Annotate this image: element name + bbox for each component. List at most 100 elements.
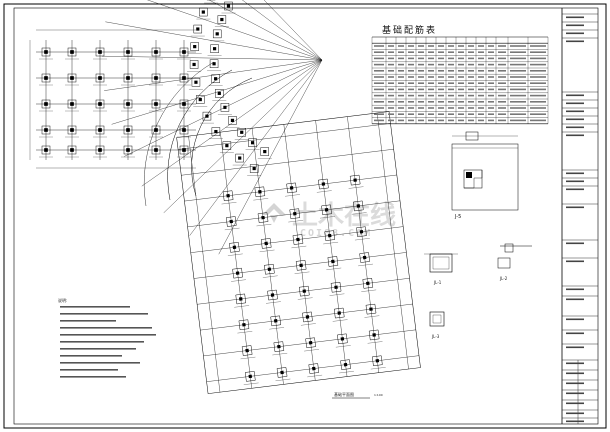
footing <box>187 42 202 54</box>
footing <box>304 337 320 352</box>
footing <box>208 74 223 86</box>
footing <box>320 204 335 219</box>
footing <box>193 95 208 107</box>
footing <box>65 47 79 60</box>
footing <box>257 147 272 159</box>
footing <box>207 44 222 56</box>
footing <box>65 145 79 158</box>
footing <box>358 252 374 267</box>
detail-title-jl3: JL-3 <box>431 334 440 339</box>
detail-title-jl1: JL-1 <box>433 280 442 285</box>
footing <box>259 238 275 252</box>
footing <box>65 73 79 86</box>
footing <box>210 29 225 41</box>
footing <box>221 190 237 205</box>
footing <box>190 24 205 37</box>
curved-wing <box>187 0 272 176</box>
plan-caption: 基础平面图 1:100 <box>332 391 383 399</box>
footing <box>121 73 135 86</box>
footing <box>231 267 246 282</box>
footing <box>204 0 219 4</box>
footing <box>370 355 386 370</box>
footing <box>297 285 313 300</box>
footing <box>253 186 269 201</box>
footing <box>245 138 260 150</box>
reinforcement-table: 基础配筋表 <box>371 24 549 125</box>
footing <box>237 319 253 334</box>
footing <box>316 178 332 193</box>
footing <box>93 73 107 86</box>
footing <box>323 230 339 245</box>
footing <box>39 125 53 138</box>
watermark: 土木在线 COI88.COM <box>262 201 396 239</box>
footing <box>187 60 202 72</box>
footing <box>240 345 256 360</box>
footing <box>177 47 191 60</box>
footing <box>227 242 243 256</box>
footing <box>207 59 222 71</box>
footing <box>93 145 107 158</box>
plan-scale: 1:100 <box>374 393 383 397</box>
footing <box>265 289 281 304</box>
detail-jl2: JL-2 <box>497 243 532 281</box>
footing <box>288 208 304 223</box>
footing <box>224 216 240 231</box>
footing <box>269 315 285 330</box>
footing <box>39 47 53 60</box>
footing <box>367 329 383 344</box>
footing <box>208 127 223 139</box>
footing <box>177 99 191 112</box>
footing <box>329 281 345 296</box>
footing <box>326 256 342 270</box>
footing <box>149 47 163 60</box>
footing <box>361 278 377 292</box>
footing <box>199 111 214 124</box>
footing <box>364 303 380 318</box>
table-title: 基础配筋表 <box>382 24 437 36</box>
footing <box>149 73 163 86</box>
detail-title-jl2: JL-2 <box>499 276 508 281</box>
detail-jl3: JL-3 <box>429 311 445 339</box>
footing <box>354 226 370 241</box>
footing <box>121 125 135 138</box>
footing <box>351 200 367 215</box>
footing <box>65 125 79 138</box>
footing <box>307 363 323 378</box>
inner-frame <box>13 7 599 425</box>
footing <box>335 333 351 348</box>
footing <box>212 89 227 101</box>
footing <box>272 341 288 356</box>
footing <box>196 7 211 20</box>
notes-heading: 说明: <box>58 297 67 303</box>
footing <box>291 234 307 249</box>
rotated-plan <box>176 111 421 394</box>
watermark-en: COI88.COM <box>300 228 372 239</box>
footing <box>121 99 135 112</box>
footing <box>65 99 79 112</box>
footing <box>300 311 316 326</box>
footing <box>217 103 232 115</box>
footing <box>275 367 291 381</box>
footing <box>39 99 53 112</box>
footing <box>294 260 310 274</box>
rectangular-plan <box>29 29 196 169</box>
footing <box>214 15 229 27</box>
footing <box>285 182 300 197</box>
footing <box>256 212 272 227</box>
footing <box>332 307 348 322</box>
footing <box>262 263 278 278</box>
footing <box>221 1 236 14</box>
detail-title-j5: J-5 <box>454 214 461 220</box>
plan-title: 基础平面图 <box>334 391 354 397</box>
footing <box>339 359 354 374</box>
footing <box>348 174 364 189</box>
footing <box>93 125 107 138</box>
title-block <box>561 8 598 424</box>
detail-jl1: JL-1 <box>424 253 458 285</box>
footing <box>234 293 250 308</box>
watermark-cn: 土木在线 <box>292 201 396 231</box>
footing <box>149 145 163 158</box>
footing <box>225 116 240 128</box>
